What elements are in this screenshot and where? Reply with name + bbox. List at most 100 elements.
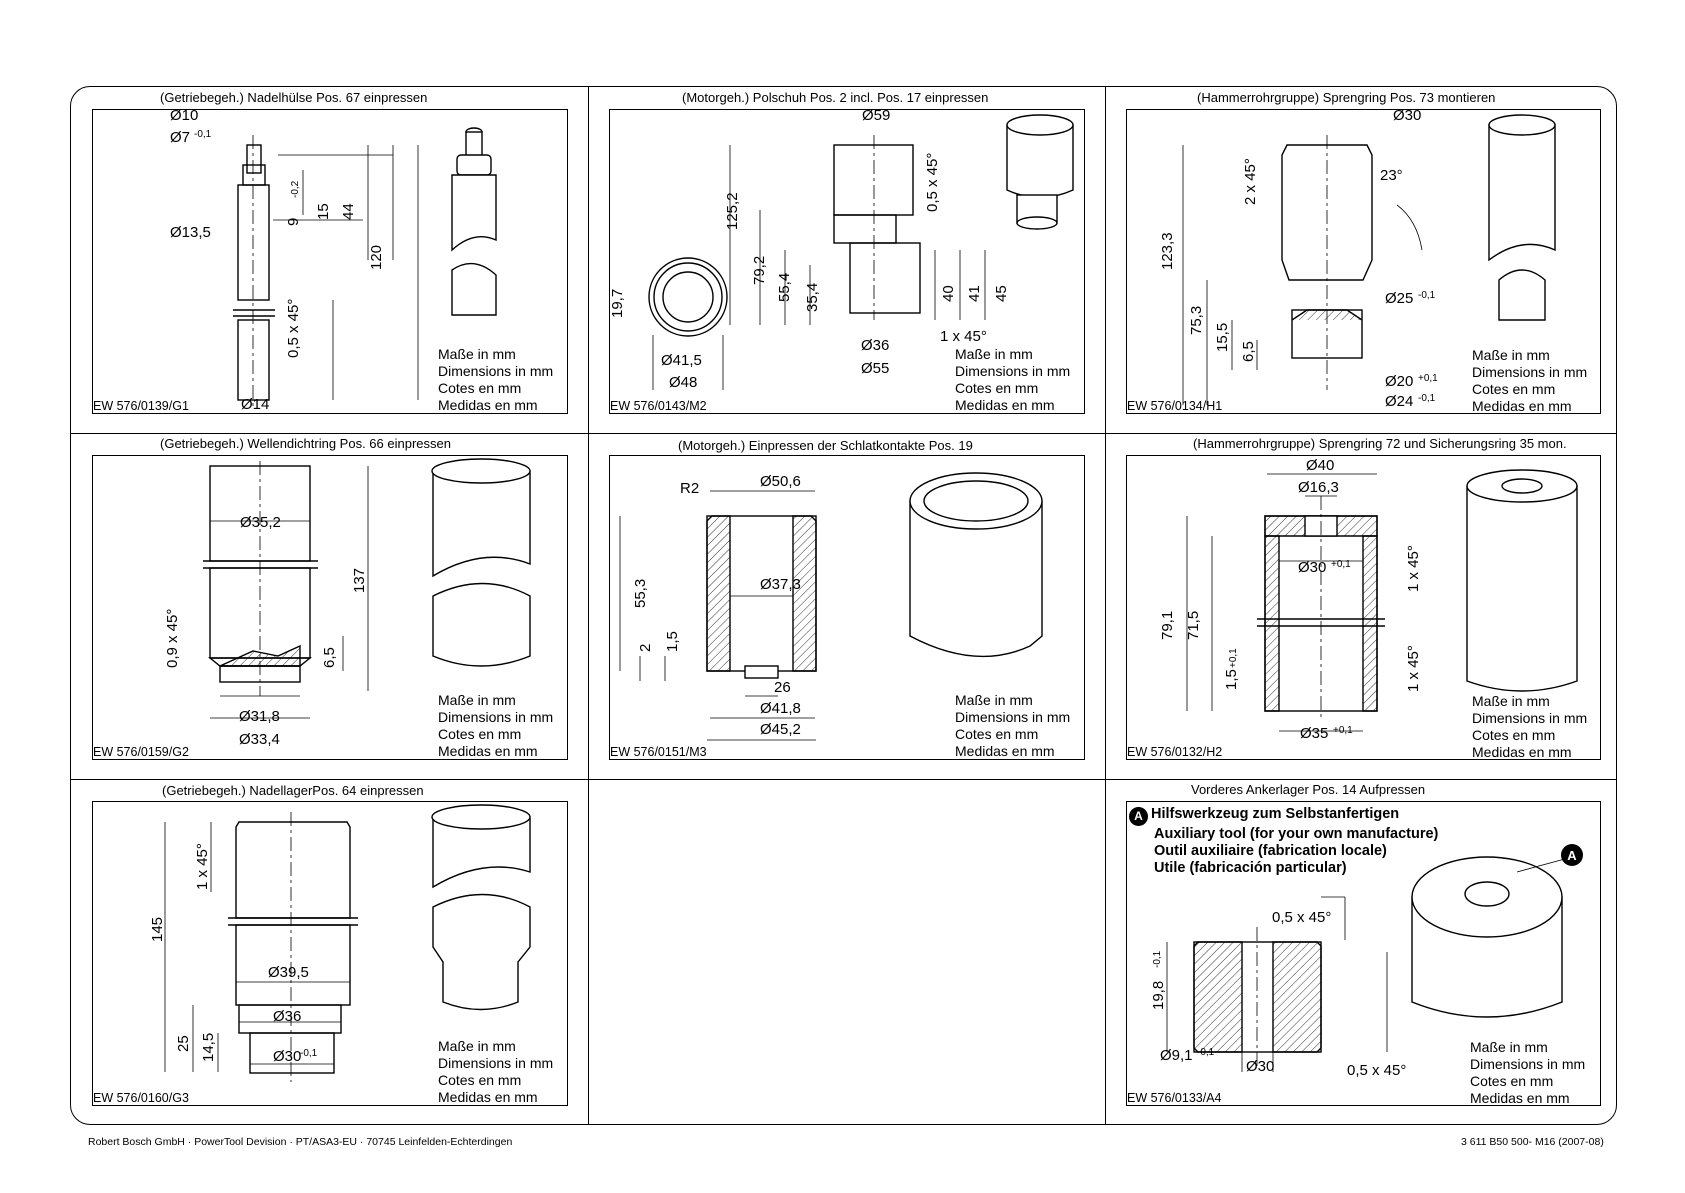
dim-label: Ø16,3 [1298, 479, 1339, 496]
aux-tool-badge: A [1129, 807, 1148, 826]
dim-label: 1 x 45° [1405, 545, 1422, 592]
grid-divider [70, 779, 1617, 780]
drawing-sheet [70, 86, 1617, 1125]
dim-tolerance: -0,1 [1152, 950, 1163, 968]
cell-title: (Getriebegeh.) Nadelhülse Pos. 67 einpre… [160, 90, 428, 105]
drawing-frame [92, 801, 568, 1106]
dim-tolerance: -0,2 [290, 180, 301, 198]
dim-label: 75,3 [1188, 306, 1205, 335]
dim-label: 123,3 [1159, 232, 1176, 270]
dim-label: Ø35,2 [240, 514, 281, 531]
cell-title: (Getriebegeh.) NadellagerPos. 64 einpres… [162, 783, 424, 798]
dim-label: 71,5 [1185, 611, 1202, 640]
dim-label: Ø39,5 [268, 964, 309, 981]
dim-label: Ø30 [1298, 559, 1326, 576]
dim-label: 0,5 x 45° [924, 153, 941, 212]
dim-label: 44 [340, 203, 357, 220]
units-note: Maße in mm Dimensions in mm Cotes en mm … [955, 692, 1071, 759]
drawing-frame [1126, 801, 1601, 1106]
cell-title: (Hammerrohrgruppe) Sprengring Pos. 73 mo… [1197, 90, 1496, 105]
grid-divider [1105, 86, 1106, 1125]
dim-label: 25 [175, 1035, 192, 1052]
dim-label: 26 [774, 679, 791, 696]
dim-label: 79,1 [1159, 611, 1176, 640]
drawing-pole-shoe-tool [648, 114, 1074, 390]
dim-label: 1 x 45° [940, 328, 987, 345]
drawing-contact-press-tool [619, 472, 1043, 741]
dim-label: Ø25 [1385, 290, 1413, 307]
dim-label: 1,5 [664, 631, 681, 652]
drawing-frame [92, 455, 568, 760]
dim-label: 35,4 [804, 283, 821, 312]
dim-label: Ø14 [241, 396, 269, 413]
drawing-frame [609, 455, 1085, 760]
drawing-pin-press-tool [233, 127, 497, 410]
dim-label: 15 [315, 203, 332, 220]
callout-badge [1561, 844, 1583, 866]
dim-label: Ø36 [273, 1008, 301, 1025]
dim-label: Ø24 [1385, 393, 1413, 410]
dim-tolerance: +0,1 [1418, 373, 1438, 384]
drawing-needle-bearing-tool [164, 804, 531, 1082]
drawing-retaining-ring-tool [1186, 469, 1578, 732]
dim-label: 0,9 x 45° [164, 609, 181, 668]
dim-label: 6,5 [321, 647, 338, 668]
dim-label: Ø50,6 [760, 473, 801, 490]
dim-label: Ø30 [273, 1048, 301, 1065]
cell-title: (Hammerrohrgruppe) Sprengring 72 und Sic… [1193, 436, 1567, 451]
dim-label: Ø48 [669, 374, 697, 391]
dim-tolerance: -0,1 [1418, 290, 1436, 301]
drawing-code: EW 576/0143/M2 [610, 399, 707, 413]
drawing-code: EW 576/0133/A4 [1127, 1091, 1222, 1105]
drawing-frame [92, 109, 568, 414]
dim-label: 19,8 [1150, 981, 1167, 1010]
dim-label: 0,5 x 45° [285, 299, 302, 358]
dim-label: 0,5 x 45° [1272, 909, 1331, 926]
drawing-code: EW 576/0139/G1 [93, 399, 189, 413]
drawing-frame [1126, 455, 1601, 760]
cell-title: Vorderes Ankerlager Pos. 14 Aufpressen [1191, 782, 1426, 797]
dim-label: 15,5 [1214, 323, 1231, 352]
dim-label: Ø41,5 [661, 352, 702, 369]
units-note: Maße in mm Dimensions in mm Cotes en mm … [438, 692, 554, 759]
dim-label: 79,2 [751, 256, 768, 285]
units-note: Maße in mm Dimensions in mm Cotes en mm … [1472, 347, 1588, 414]
dim-tolerance: -0,1 [194, 129, 212, 140]
dim-label: Ø33,4 [239, 731, 280, 748]
dim-label: 1 x 45° [194, 843, 211, 890]
dim-label: 145 [149, 917, 166, 942]
dim-tolerance: -0,1 [300, 1048, 318, 1059]
dim-label: Ø20 [1385, 373, 1413, 390]
dim-label: 2 x 45° [1242, 158, 1259, 205]
grid-divider [70, 433, 1617, 434]
dim-label: Ø30 [1393, 107, 1421, 124]
dim-label: 137 [351, 568, 368, 593]
units-note: Maße in mm Dimensions in mm Cotes en mm … [955, 346, 1071, 413]
drawing-shaft-seal-tool [203, 458, 531, 719]
dim-label: 1 x 45° [1405, 645, 1422, 692]
drawing-code: EW 576/0151/M3 [610, 745, 707, 759]
dim-tolerance: +0,1 [1331, 559, 1351, 570]
cell-title: (Motorgeh.) Polschuh Pos. 2 incl. Pos. 1… [682, 90, 989, 105]
drawing-code: EW 576/0132/H2 [1127, 745, 1223, 759]
dim-label: Ø40 [1306, 457, 1334, 474]
dim-tolerance: -0,1 [1197, 1047, 1215, 1058]
drawing-code: EW 576/0134/H1 [1127, 399, 1223, 413]
grid-divider [588, 86, 589, 1125]
dim-label: 120 [368, 245, 385, 270]
dim-label: 0,5 x 45° [1347, 1062, 1406, 1079]
cell-title: (Motorgeh.) Einpressen der Schlatkontakt… [678, 438, 973, 453]
dim-label: Ø30 [1246, 1058, 1274, 1075]
dim-label: 23° [1380, 167, 1403, 184]
drawing-code: EW 576/0159/G2 [93, 745, 189, 759]
drawing-frame [609, 109, 1085, 414]
dim-label: Ø13,5 [170, 224, 211, 241]
dim-label: Ø36 [861, 337, 889, 354]
units-note: Maße in mm Dimensions in mm Cotes en mm … [438, 346, 554, 413]
dim-tolerance: -0,1 [1418, 393, 1436, 404]
dim-label: 14,5 [200, 1033, 217, 1062]
